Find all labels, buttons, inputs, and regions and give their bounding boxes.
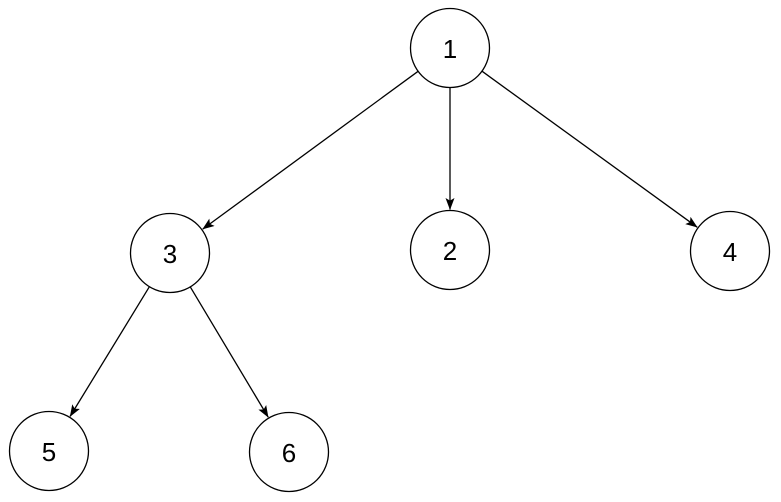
tree-node-4[interactable]: 4 — [689, 210, 771, 292]
nodes-layer: 1 3 2 4 5 6 — [8, 7, 771, 493]
node-circle[interactable] — [129, 212, 211, 294]
node-circle[interactable] — [689, 210, 771, 292]
tree-node-2[interactable]: 2 — [409, 209, 491, 291]
edge-1-3[interactable] — [202, 70, 419, 230]
edge-3-5[interactable] — [69, 286, 150, 417]
node-circle[interactable] — [409, 7, 491, 89]
node-circle[interactable] — [248, 411, 330, 493]
tree-node-1[interactable]: 1 — [409, 7, 491, 89]
edges-layer — [69, 70, 698, 418]
node-circle[interactable] — [409, 209, 491, 291]
edge-1-4[interactable] — [481, 70, 698, 228]
edge-3-6[interactable] — [189, 286, 269, 418]
tree-node-6[interactable]: 6 — [248, 411, 330, 493]
node-circle[interactable] — [8, 410, 90, 492]
tree-node-5[interactable]: 5 — [8, 410, 90, 492]
tree-node-3[interactable]: 3 — [129, 212, 211, 294]
